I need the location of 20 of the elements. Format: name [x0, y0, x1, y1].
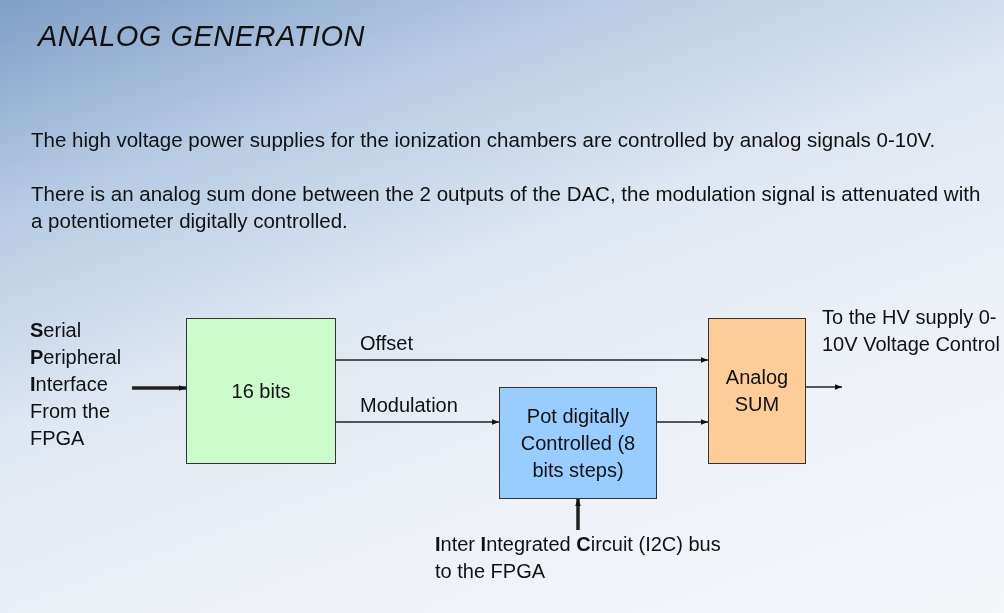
- node-text: Serial Peripheral Interface From the FPGA: [30, 317, 123, 451]
- arrow: [132, 385, 186, 391]
- node-text: Inter Integrated Circuit (I2C) bus to the FPGA: [435, 532, 722, 584]
- description-text: There is an analog sum done between the 2 outputs of the DAC, the modulation signal is attenuated with a potentiometer digitally controlled.: [31, 181, 981, 234]
- block-box: [186, 318, 336, 464]
- block-box: [499, 387, 657, 499]
- arrow: [656, 419, 709, 425]
- block-label: Pot digitally Controlled (8 bits steps): [519, 403, 637, 483]
- block-box: [708, 318, 806, 464]
- edge-label: Modulation: [360, 394, 458, 417]
- description-text: The high voltage power supplies for the ionization chambers are controlled by analog signals 0-10V.: [31, 127, 937, 153]
- block-label: 16 bits: [231, 378, 291, 404]
- slide-title: ANALOG GENERATION: [38, 20, 366, 53]
- arrow: [805, 384, 843, 390]
- arrow: [335, 419, 500, 425]
- block-label: Analog SUM: [724, 365, 790, 417]
- arrow: [335, 357, 709, 363]
- edge-label: Offset: [360, 332, 413, 355]
- output-note: To the HV supply 0-10V Voltage Control: [822, 305, 1001, 357]
- arrow: [575, 499, 581, 530]
